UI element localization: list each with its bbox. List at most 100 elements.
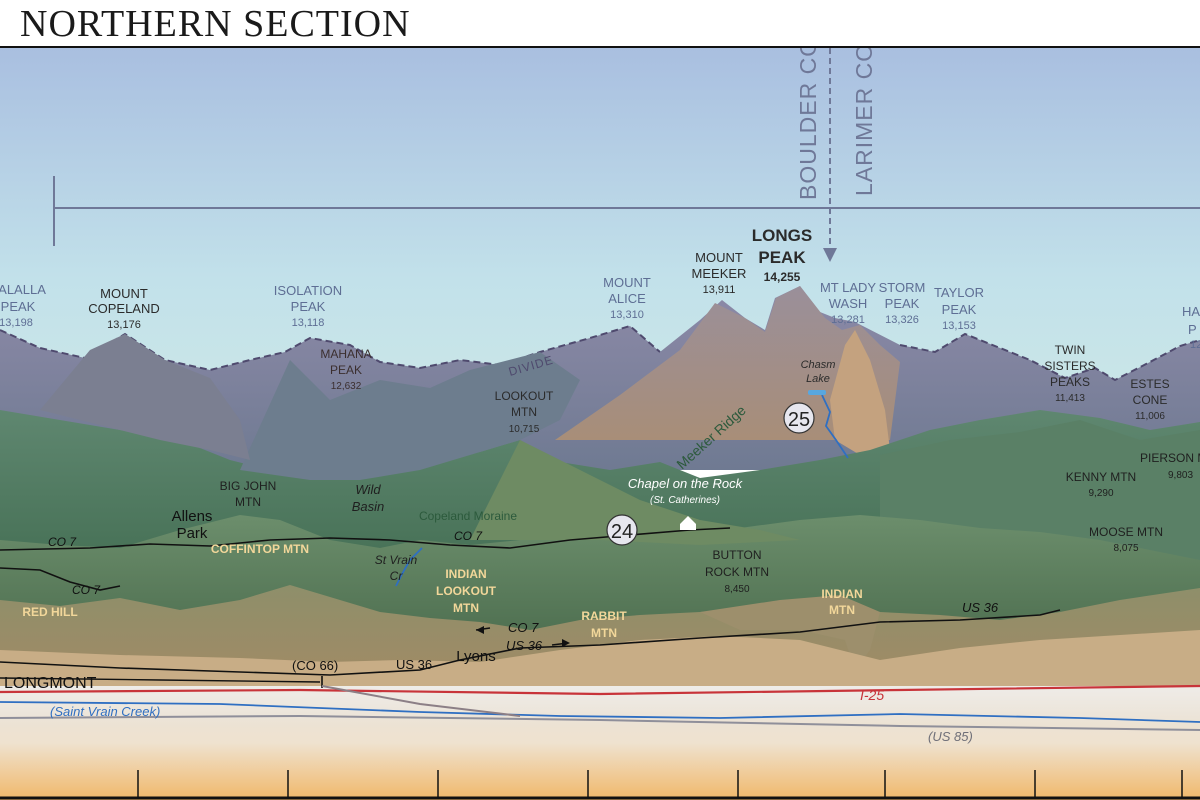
svg-text:WASH: WASH <box>829 296 868 311</box>
svg-text:ESTES: ESTES <box>1130 377 1169 391</box>
svg-text:MOOSE MTN: MOOSE MTN <box>1089 525 1163 539</box>
svg-text:14,255: 14,255 <box>764 270 801 284</box>
route-marker-24: 24 <box>606 514 638 546</box>
indian-mtn-label-1: INDIAN <box>821 587 862 601</box>
svg-text:SISTERS: SISTERS <box>1044 359 1095 373</box>
peak-label-button-rock: BUTTON ROCK MTN 8,450 <box>705 548 769 595</box>
arrow-right-icon <box>562 639 570 647</box>
us36-label: US 36 <box>962 600 999 615</box>
svg-text:COPELAND: COPELAND <box>88 301 160 316</box>
svg-text:MOUNT: MOUNT <box>603 275 651 290</box>
rabbit-mtn-label-2: MTN <box>591 626 617 640</box>
route-marker-25: 25 <box>783 402 815 434</box>
saint-vrain-creek <box>0 701 1200 723</box>
co7-lower-road <box>0 567 121 591</box>
peak-label-mahana: MAHANA PEAK 12,632 <box>320 347 371 392</box>
valley-floor <box>0 630 1200 700</box>
chapel-label: Chapel on the Rock <box>628 476 744 491</box>
peak-label-isolation: ISOLATION PEAK 13,118 <box>274 283 342 329</box>
map-header: NORTHERN SECTION <box>0 0 1200 49</box>
indian-mtn-label-2: MTN <box>829 603 855 617</box>
indian-lookout-label-3: MTN <box>453 601 479 615</box>
st-vrain-cr-label-2: Cr <box>390 569 404 583</box>
marker-number: 25 <box>788 409 810 431</box>
svg-text:MOUNT: MOUNT <box>695 250 743 265</box>
peak-label-mt-lady-wash: MT LADY WASH 13,281 <box>820 280 876 326</box>
svg-text:11,006: 11,006 <box>1135 411 1165 422</box>
svg-text:MT LADY: MT LADY <box>820 280 876 295</box>
chasm-lake-label-1: Chasm <box>801 359 836 371</box>
meeker-ridge-shoulder <box>470 440 800 545</box>
coffintop-mtn-label: COFFINTOP MTN <box>211 542 309 556</box>
co66-road <box>0 677 321 683</box>
red-hill-label: RED HILL <box>22 605 77 619</box>
svg-text:8,075: 8,075 <box>1113 543 1138 554</box>
svg-text:PEAK: PEAK <box>330 363 362 377</box>
svg-text:13,326: 13,326 <box>885 314 919 326</box>
copeland-slopes <box>40 334 250 460</box>
svg-text:PEAK: PEAK <box>1 299 36 314</box>
indian-lookout-label-1: INDIAN <box>445 567 486 581</box>
peak-label-alalla: ALALLA PEAK 13,198 <box>0 282 46 329</box>
continental-divide <box>0 324 661 372</box>
chapel-icon <box>680 516 696 530</box>
svg-text:13,176: 13,176 <box>107 319 141 331</box>
arrow-down-icon <box>823 248 837 262</box>
lyons-label: Lyons <box>456 648 495 665</box>
county-left-label: BOULDER CO <box>795 48 821 200</box>
svg-text:PEAK: PEAK <box>291 299 326 314</box>
peak-label-lookout: LOOKOUT MTN 10,715 <box>495 389 554 435</box>
us36-road <box>0 609 1061 676</box>
svg-text:BIG JOHN: BIG JOHN <box>220 479 277 493</box>
svg-text:PEAK: PEAK <box>758 248 806 267</box>
peak-label-storm: STORM PEAK 13,326 <box>879 280 926 326</box>
chasm-lake-label-2: Lake <box>806 373 830 385</box>
svg-text:TWIN: TWIN <box>1055 343 1086 357</box>
svg-text:TAYLOR: TAYLOR <box>934 285 984 300</box>
marker-number: 24 <box>611 521 633 543</box>
svg-text:HA: HA <box>1182 304 1200 319</box>
svg-text:PEAK: PEAK <box>885 296 920 311</box>
svg-text:11,413: 11,413 <box>1055 393 1085 404</box>
indian-mtn-ridge <box>700 595 880 670</box>
svg-text:BUTTON: BUTTON <box>712 548 761 562</box>
us36-label: US 36 <box>506 638 543 653</box>
co7-label: CO 7 <box>454 529 483 543</box>
svg-text:13,911: 13,911 <box>703 284 736 296</box>
section-title: NORTHERN SECTION <box>20 3 411 45</box>
st-vrain-cr-label-1: St Vrain <box>375 553 418 567</box>
longs-massif <box>555 286 900 440</box>
svg-text:13,198: 13,198 <box>0 317 33 329</box>
continental-divide-north <box>899 332 1200 382</box>
svg-text:KENNY MTN: KENNY MTN <box>1066 470 1136 484</box>
header-rule <box>0 46 1200 49</box>
rabbit-mtn-label-1: RABBIT <box>581 609 627 623</box>
co66-label: (CO 66) <box>292 658 338 673</box>
svg-text:CONE: CONE <box>1133 393 1168 407</box>
peak-label-mount-meeker: MOUNT MEEKER 13,911 <box>692 250 747 296</box>
us85-road <box>0 714 1200 731</box>
svg-text:MAHANA: MAHANA <box>320 347 371 361</box>
foothill-labels: COFFINTOP MTN RED HILL INDIAN LOOKOUT MT… <box>22 542 862 640</box>
svg-text:12,632: 12,632 <box>331 381 362 392</box>
svg-text:10,715: 10,715 <box>509 424 540 435</box>
peak-label-longs: LONGS PEAK 14,255 <box>752 226 812 284</box>
peak-label-mount-copeland: MOUNT COPELAND 13,176 <box>88 286 160 331</box>
peak-label-kenny: KENNY MTN 9,290 <box>1066 470 1136 499</box>
chasm-lake-icon <box>808 390 826 395</box>
svg-text:9,803: 9,803 <box>1168 470 1193 481</box>
allens-park-label-1: Allens <box>172 508 213 525</box>
svg-text:ROCK MTN: ROCK MTN <box>705 565 769 579</box>
svg-text:13,281: 13,281 <box>831 314 865 326</box>
peak-label-taylor: TAYLOR PEAK 13,153 <box>934 285 984 332</box>
svg-text:ALALLA: ALALLA <box>0 282 46 297</box>
co7-label: CO 7 <box>48 535 77 549</box>
svg-text:ALICE: ALICE <box>608 291 646 306</box>
svg-text:13,118: 13,118 <box>292 317 325 329</box>
chapel-sub-label: (St. Catherines) <box>650 495 720 506</box>
allens-park-label-2: Park <box>177 525 208 542</box>
chasm-creek <box>821 394 849 459</box>
svg-text:LONGS: LONGS <box>752 226 812 245</box>
st-vrain-creek-upper <box>395 547 423 587</box>
chasm-face <box>830 330 890 455</box>
